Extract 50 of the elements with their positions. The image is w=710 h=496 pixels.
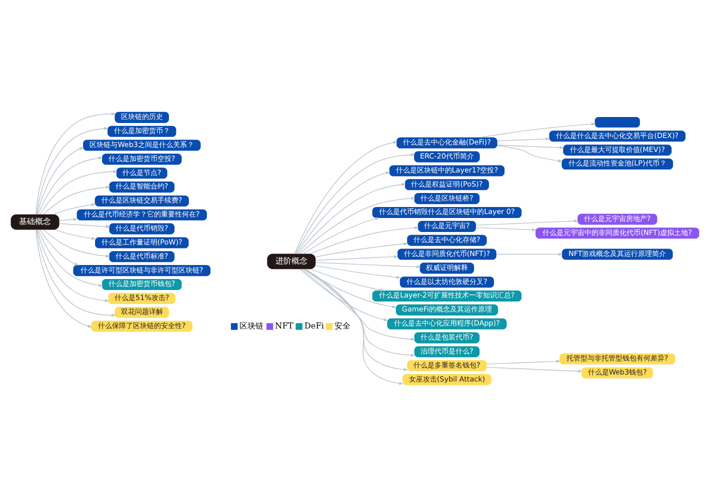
arrow [300,196,416,254]
arrow [486,366,583,372]
node-box: 进阶概念 [267,253,316,269]
legend-label: 区块链 [240,320,264,330]
arrow [304,268,416,356]
arrow [36,112,116,214]
arrow [295,152,416,254]
arrow [303,268,397,308]
arrow [496,144,564,149]
arrow [43,229,110,258]
arrow [310,268,385,291]
arrow [38,156,103,214]
arrow [315,242,408,257]
arrow [480,122,596,138]
arrow [38,229,103,286]
legend-label: DeFi [304,320,324,330]
arrow [36,146,84,214]
arrow [301,268,416,340]
arrow [300,268,388,321]
arrow [310,226,419,254]
arrow [59,218,78,221]
arrow [315,264,401,278]
arrow [36,126,108,214]
node-box [594,116,640,128]
arrow [36,229,110,302]
arrow [315,262,421,268]
arrow [36,228,116,316]
arrow [42,185,110,214]
arrow [298,182,406,254]
legend-label: NFT [275,320,294,330]
arrow [36,228,92,327]
arrow [305,268,404,384]
arrow [315,254,398,260]
arrow [59,222,110,228]
arrow [496,136,550,141]
arrow [496,252,563,256]
arrow [476,226,536,231]
arrow [53,202,96,214]
arrow [296,170,390,254]
arrow [294,140,398,254]
arrow [486,359,561,364]
arrow [476,219,579,226]
arrow [40,228,79,265]
node-box: 基础概念 [10,214,60,230]
arrow [54,228,96,240]
arrow [497,144,563,162]
arrow [304,268,408,371]
arrow [302,216,380,254]
arrow [40,170,118,214]
legend-label: 安全 [334,320,351,330]
